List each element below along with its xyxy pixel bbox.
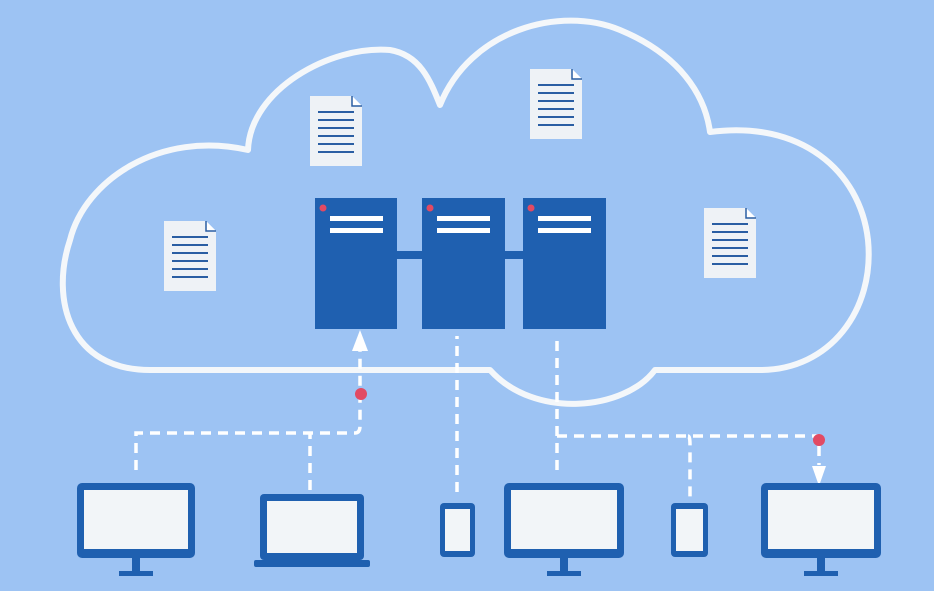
- connector-phone-2: [687, 434, 692, 498]
- monitor-icon: [761, 483, 881, 576]
- server-icon: [315, 198, 397, 329]
- document-icon: [164, 221, 216, 291]
- arrow-down-icon: [812, 466, 826, 486]
- monitor-icon: [77, 483, 195, 576]
- arrow-up-icon: [352, 330, 368, 351]
- server-link: [503, 251, 525, 259]
- server-icon: [422, 198, 505, 329]
- indicator-dot: [813, 434, 825, 446]
- laptop-icon: [254, 494, 370, 567]
- connector-left-devices: [134, 350, 362, 470]
- server-icon: [523, 198, 606, 329]
- cloud-icon: [59, 17, 872, 407]
- phone-icon: [671, 503, 708, 557]
- indicator-dot: [355, 388, 367, 400]
- monitor-icon: [504, 483, 624, 576]
- document-icon: [704, 208, 756, 278]
- document-icon: [530, 69, 582, 139]
- document-icon: [310, 96, 362, 166]
- phone-icon: [440, 503, 475, 557]
- server-link: [396, 251, 424, 259]
